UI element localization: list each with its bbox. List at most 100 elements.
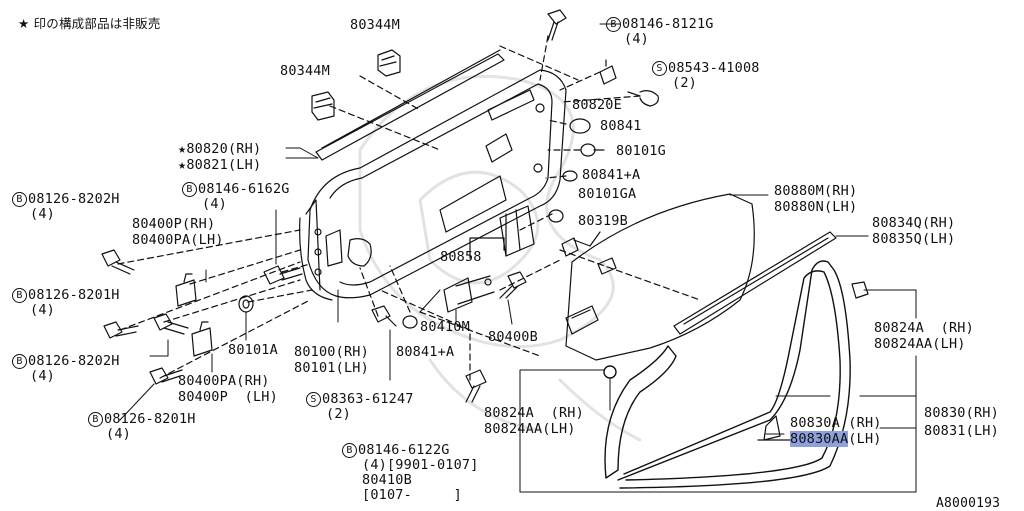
label-80101g: 80101G [616, 143, 666, 159]
diagram-code: A8000193 [936, 496, 1001, 511]
label-08543-41008-qty: (2) [672, 75, 697, 91]
screw-08543 [627, 90, 659, 107]
label-80831-lh: 80831(LH) [924, 423, 999, 439]
label-80841-a-mid: 80841+A [396, 344, 455, 360]
screw-s-icon: S [652, 61, 667, 76]
plug-80841 [569, 118, 591, 134]
bolt-b-icon: B [12, 288, 27, 303]
label-80841: 80841 [600, 118, 642, 134]
label-80344m-top: 80344M [350, 17, 400, 33]
inner-weatherstrip [673, 231, 837, 335]
bolt-b-icon: B [606, 17, 621, 32]
label-80410b-range: [0107- ] [362, 487, 462, 503]
label-08126-8202h-a-qty: (4) [30, 206, 55, 222]
bolt-left-mid [153, 313, 189, 335]
label-80400pa-lh: 80400PA(LH) [132, 232, 224, 248]
striker-80400pa [191, 321, 213, 357]
door-panel [299, 69, 567, 301]
bolt-b-icon: B [342, 443, 357, 458]
plug-80841-a-top [562, 170, 578, 182]
label-80880n-lh: 80880N(LH) [774, 199, 858, 215]
leader-dashes [117, 35, 701, 381]
label-80830-rh: 80830(RH) [924, 405, 999, 421]
plug-80841-a-mid [402, 315, 418, 329]
bolt-b-icon: B [12, 192, 27, 207]
label-80824a-rh-mid: 80824A (RH) [484, 405, 584, 421]
screw-08363 [371, 305, 397, 327]
clip-80820e [599, 59, 617, 85]
label-80410b: 80410B [362, 472, 412, 488]
label-80830aa-lh: 80830AA(LH) [790, 431, 882, 447]
grommet-80101ga [548, 209, 564, 223]
label-80101-lh: 80101(LH) [294, 360, 369, 376]
bolt-08126-8202h-a [101, 249, 135, 275]
label-80821-lh: ★80821(LH) [178, 157, 262, 173]
bolt-08126-8201h-a [103, 321, 139, 339]
bolt-08146-6162g [263, 265, 303, 285]
label-80400pa-rh: 80400PA(RH) [178, 373, 270, 389]
label-80400p-lh: 80400P (LH) [178, 389, 278, 405]
label-80820e: 80820E [572, 97, 622, 113]
label-80344m-left: 80344M [280, 63, 330, 79]
label-08363-61247-qty: (2) [326, 406, 351, 422]
star-icon: ★ [178, 141, 187, 157]
label-80820-rh: ★80820(RH) [178, 141, 262, 157]
label-80101a: 80101A [228, 342, 278, 358]
beltline-moulding [315, 49, 505, 161]
label-08126-8201h-a-qty: (4) [30, 302, 55, 318]
label-80824a-rh-right: 80824A (RH) [874, 320, 974, 336]
bolt-b-icon: B [88, 412, 103, 427]
label-80824aa-lh-right: 80824AA(LH) [874, 336, 966, 352]
label-80835q-lh: 80835Q(LH) [872, 231, 956, 247]
door-seal-loop [603, 260, 851, 489]
grommet-80101g [580, 143, 605, 157]
part-80319b [561, 231, 601, 257]
label-80841-a-top: 80841+A [582, 167, 641, 183]
label-08146-6162g-qty: (4) [202, 196, 227, 212]
label-80400p-rh: 80400P(RH) [132, 216, 216, 232]
label-80830a-rh: 80830A (RH) [790, 415, 882, 431]
label-80101ga: 80101GA [578, 186, 637, 202]
bolt-b-icon: B [182, 182, 197, 197]
star-icon: ★ [178, 157, 187, 173]
bolt-b-icon: B [12, 354, 27, 369]
bolt-08126-8201h-b [149, 367, 183, 385]
screw-s-icon: S [306, 392, 321, 407]
highlighted-part-number: 80830AA [790, 431, 849, 447]
part-80830a [757, 415, 791, 441]
label-80824aa-lh-mid: 80824AA(LH) [484, 421, 576, 437]
grommet-80101a [238, 295, 254, 313]
label-08126-8201h-b-qty: (4) [106, 426, 131, 442]
bolt-80400b [499, 271, 527, 299]
note-non-sale-legend: ★ 印の構成部品は非販売 [18, 16, 161, 31]
clip-80344m-left [311, 91, 335, 121]
door-trim-panel [565, 193, 755, 361]
clip-80824a [851, 281, 869, 299]
label-08146-6122g-qty: (4)[9901-0107] [362, 457, 479, 473]
label-08146-8121g-qty: (4) [624, 31, 649, 47]
hinge-80410m [443, 275, 495, 313]
clip-80344m-top [377, 49, 401, 77]
label-80858: 80858 [440, 249, 482, 265]
label-80400b: 80400B [488, 329, 538, 345]
label-80100-rh: 80100(RH) [294, 344, 369, 360]
bolt-08146-8121g [547, 9, 567, 41]
leader-lines [119, 23, 917, 493]
watermark-emblem [358, 74, 642, 442]
label-08126-8202h-b-qty: (4) [30, 368, 55, 384]
label-80880m-rh: 80880M(RH) [774, 183, 858, 199]
striker-80400p [175, 273, 197, 307]
label-80410m: 80410M [420, 319, 470, 335]
label-80834q-rh: 80834Q(RH) [872, 215, 956, 231]
bolt-08146-6122g [465, 369, 487, 403]
